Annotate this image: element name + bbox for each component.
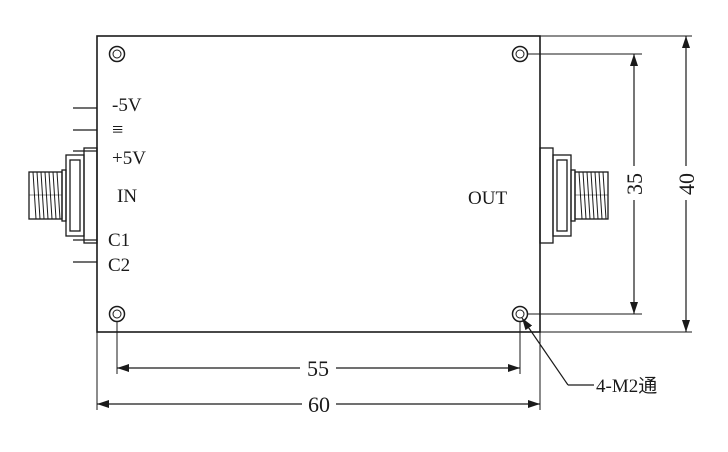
dimension-label-60: 60 [308,392,330,417]
port-label-in: IN [117,186,137,207]
dimension-width-outer: 60 [97,392,540,417]
sma-connector-in [28,147,98,244]
pin-label-c1: C1 [108,230,130,251]
dimension-label-40: 40 [674,173,699,195]
mounting-hole-top-right [511,45,529,63]
pin-label-plus5v: +5V [112,148,146,169]
mounting-hole-bottom-left [108,305,126,323]
extension-lines [96,35,692,410]
callout-leader [521,317,594,386]
port-label-out: OUT [468,188,507,209]
mounting-holes [108,45,529,323]
dimension-height-holes: 35 [622,54,647,314]
pin-label-minus5v: -5V [112,95,142,116]
sma-connector-out [539,147,609,244]
callout-label-mounting-holes: 4-M2通 [596,375,657,397]
mounting-hole-bottom-right [511,305,529,323]
dimension-label-55: 55 [307,356,329,381]
pin-label-ground: ≡ [112,119,123,141]
enclosure-outline [96,35,541,333]
dimension-label-35: 35 [622,173,647,195]
dimension-width-holes: 55 [117,356,520,381]
pin-label-c2: C2 [108,255,130,276]
dimension-height-outer: 40 [674,36,699,332]
mounting-hole-top-left [108,45,126,63]
feedthrough-pins [73,107,97,263]
